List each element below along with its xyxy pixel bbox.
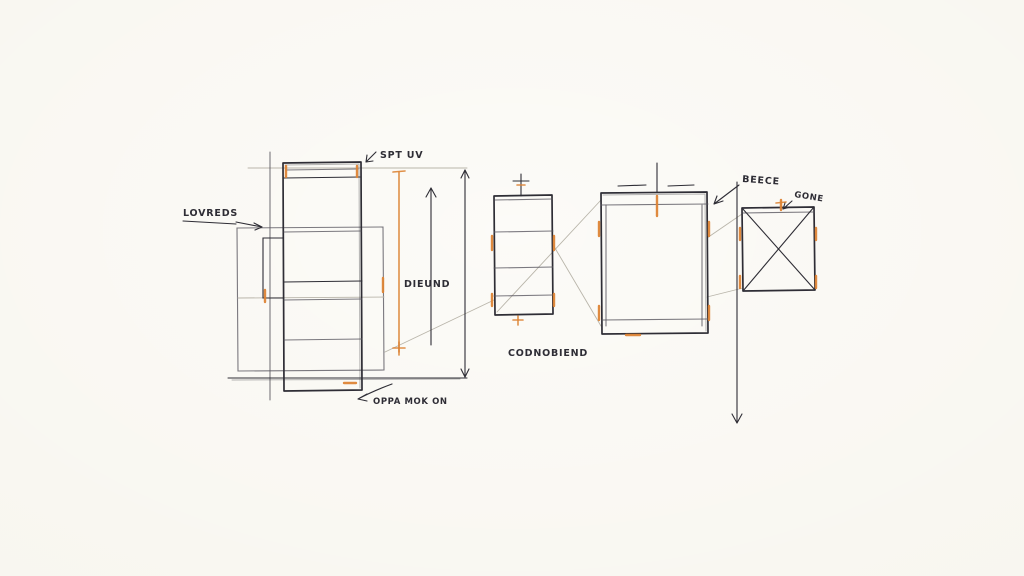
tall-cabinet-outline: [282, 161, 363, 392]
down-arrow-icon: [731, 181, 743, 424]
accent-ticks-middle-module: [490, 234, 556, 308]
svg-text:DIEUND: DIEUND: [404, 279, 450, 290]
middle-top-centerline: [512, 173, 530, 197]
left-notch: [262, 237, 284, 299]
label-codnobiend: CODNOBIEND: [508, 348, 588, 359]
svg-text:CODNOBIEND: CODNOBIEND: [508, 348, 588, 359]
accent-ticks-left-assembly: [263, 164, 385, 385]
svg-text:SPT UV: SPT UV: [380, 150, 423, 161]
dimension-line: [460, 169, 470, 378]
svg-text:BEECE: BEECE: [742, 174, 780, 188]
wide-body-outline: [236, 226, 385, 372]
label-spt-uv: SPT UV: [365, 150, 423, 163]
center-module: [597, 162, 711, 337]
crossed-square: BEECE GONE: [713, 174, 825, 424]
label-gone: GONE: [794, 190, 825, 204]
svg-text:LOVREDS: LOVREDS: [183, 208, 238, 219]
square-top-mark: [775, 198, 787, 212]
label-lovreds: LOVREDS: [182, 208, 263, 231]
up-arrow-icon: [425, 187, 437, 346]
gone-leader: [782, 200, 793, 210]
middle-bottom-mark: [512, 315, 524, 326]
label-beece: BEECE: [742, 174, 780, 188]
middle-module: CODNOBIEND: [490, 173, 588, 359]
orange-guide-line: [392, 170, 406, 356]
accent-ticks-center-module: [597, 220, 711, 337]
accent-ticks-crossed-square: [738, 226, 818, 290]
svg-text:OPPA MOK ON: OPPA MOK ON: [373, 397, 448, 407]
svg-text:GONE: GONE: [794, 190, 825, 204]
center-module-outline: [600, 191, 709, 335]
label-dieund: DIEUND: [404, 279, 450, 290]
label-oppa-mok-on: OPPA MOK ON: [357, 383, 448, 407]
middle-module-outline: [493, 194, 554, 316]
beece-leader: [713, 184, 740, 205]
left-assembly: SPT UV LOVREDS DIEUND OPPA MOK ON: [182, 150, 470, 407]
